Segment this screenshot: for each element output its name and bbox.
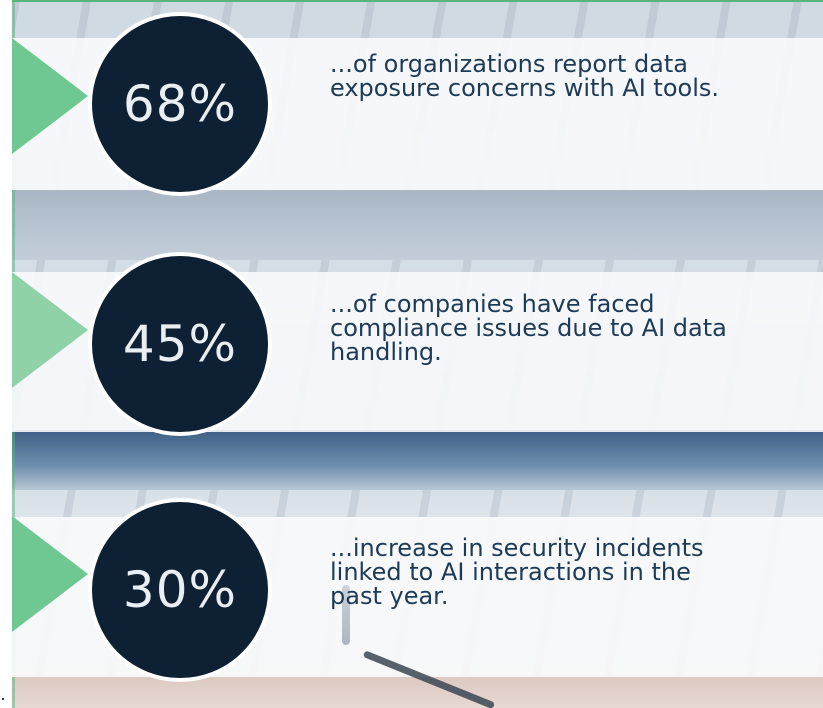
infographic-slide: 68% ...of organizations report data expo… [12,0,823,708]
stat-value: 30% [122,561,238,619]
stat-circle: 68% [88,12,272,196]
stat-description: ...increase in security incidents linked… [330,534,704,610]
person-figure [342,585,350,645]
background-band [12,430,823,490]
stat-circle: 30% [88,498,272,682]
background-band [12,190,823,260]
stat-description: ...of organizations report data exposure… [330,50,720,102]
stat-value: 45% [122,315,238,373]
background-band [12,675,823,708]
arrow-icon [12,38,88,154]
arrow-icon [12,516,88,632]
stat-value: 68% [122,75,238,133]
stat-description: ...of companies have faced compliance is… [330,290,727,366]
arrow-icon [12,272,88,388]
stat-circle: 45% [88,252,272,436]
top-accent-line [12,0,823,2]
stray-dot [2,698,4,700]
